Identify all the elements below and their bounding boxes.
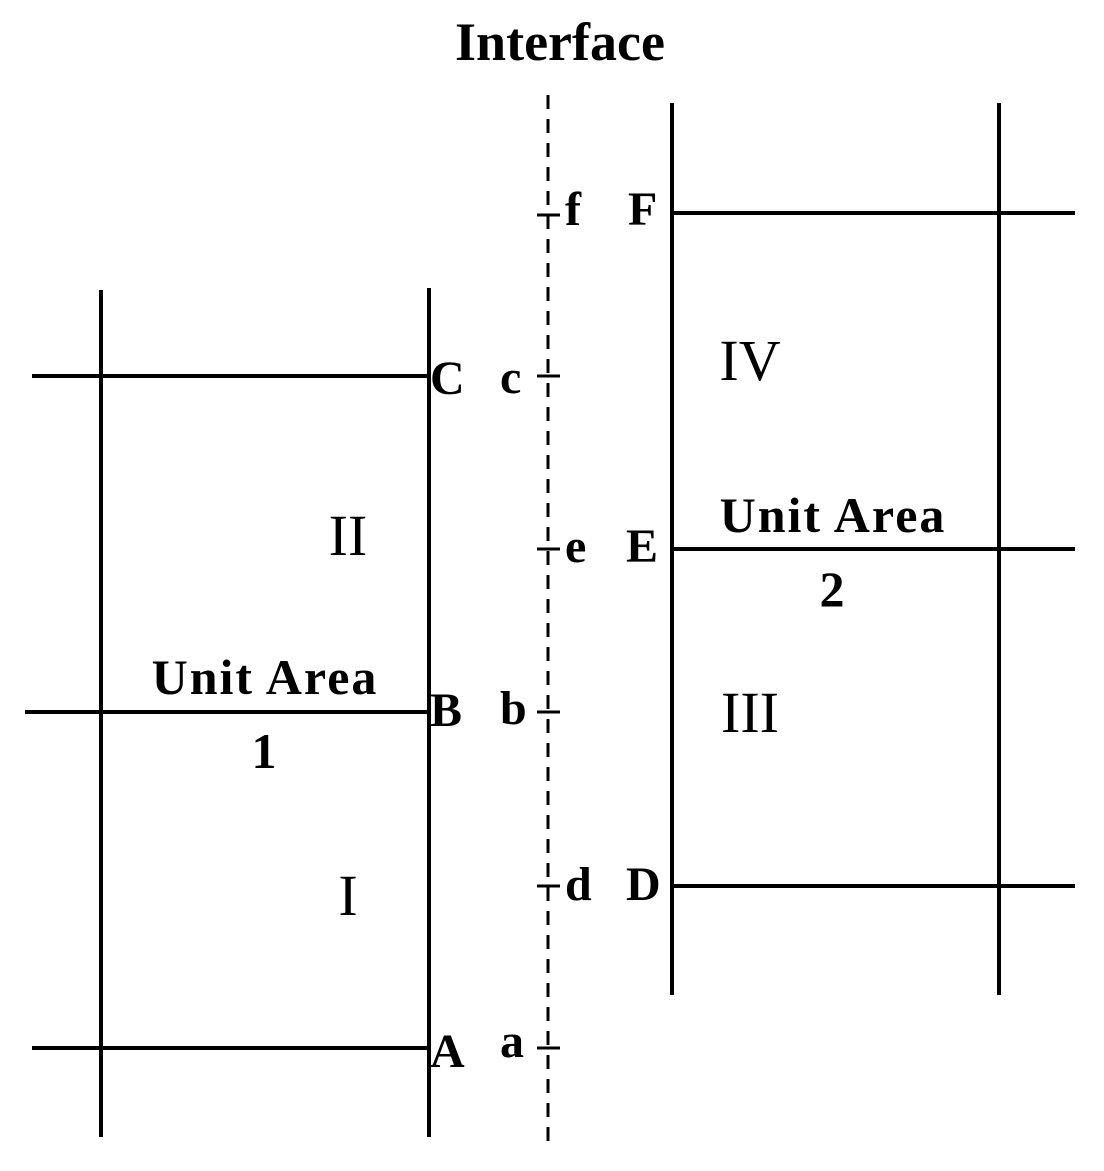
region-I: I (338, 863, 357, 928)
label-B: B (430, 684, 462, 737)
region-II: II (329, 503, 368, 568)
label-f: f (565, 183, 582, 236)
region-III: III (721, 680, 779, 745)
label-b: b (500, 682, 527, 735)
label-C: C (430, 352, 465, 405)
unit-area-1-label: Unit Area (152, 649, 379, 705)
unit-area-2-label: Unit Area (720, 487, 947, 543)
unit-area-2-number: 2 (820, 561, 847, 617)
label-e: e (565, 520, 586, 573)
label-F: F (628, 183, 657, 236)
left-grid (25, 288, 431, 1137)
label-a: a (500, 1015, 524, 1068)
region-IV: IV (719, 328, 780, 393)
label-A: A (430, 1025, 465, 1078)
label-D: D (626, 858, 661, 911)
right-grid (670, 103, 1075, 995)
interface-title: Interface (455, 12, 665, 72)
label-E: E (626, 520, 658, 573)
label-d: d (565, 858, 592, 911)
unit-area-1-number: 1 (252, 723, 279, 779)
label-c: c (500, 351, 521, 404)
